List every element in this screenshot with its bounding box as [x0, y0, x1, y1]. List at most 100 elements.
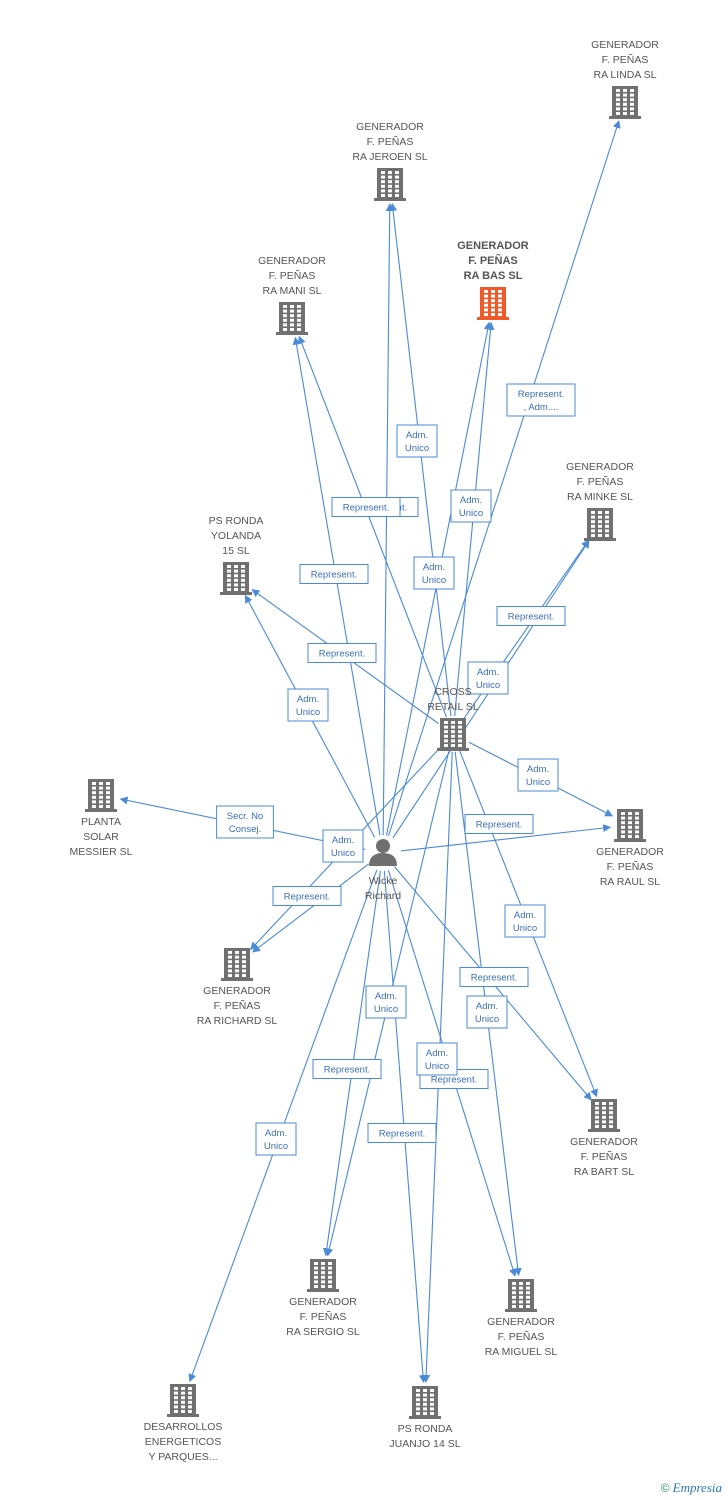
- edge-label-cross-sergio[interactable]: Adm.Unico: [365, 985, 407, 1019]
- edge-label-box[interactable]: [216, 805, 274, 839]
- node-label-line: F. PEÑAS: [577, 475, 624, 488]
- edge-label-box[interactable]: [365, 985, 407, 1019]
- building-icon[interactable]: [85, 779, 117, 812]
- edge-label-wicke-yolanda[interactable]: Represent.: [307, 643, 377, 663]
- edge-label-wicke-raul[interactable]: Represent.: [464, 814, 534, 834]
- building-icon[interactable]: [307, 1259, 339, 1292]
- edge-label-cross-richard[interactable]: Adm.Unico: [322, 829, 364, 863]
- building-icon[interactable]: [167, 1384, 199, 1417]
- edge-label-cross-juanjo[interactable]: Adm.Unico: [416, 1042, 458, 1076]
- building-icon[interactable]: [614, 809, 646, 842]
- building-window: [416, 1412, 420, 1415]
- building-window: [628, 835, 632, 838]
- edge-label-box[interactable]: [506, 383, 576, 417]
- edge-label-box[interactable]: [312, 1059, 382, 1079]
- building-icon[interactable]: [221, 948, 253, 981]
- building-icon[interactable]: [505, 1279, 537, 1312]
- building-window: [595, 1102, 599, 1105]
- brand-logo[interactable]: Empresia: [672, 1480, 722, 1495]
- edge-label-box[interactable]: [504, 904, 546, 938]
- edge-label-cross-yolanda[interactable]: Adm.Unico: [287, 688, 329, 722]
- edge-label-wicke-desarrollos[interactable]: Adm.Unico: [255, 1122, 297, 1156]
- person-icon[interactable]: [369, 839, 397, 866]
- edge-label-box[interactable]: [322, 829, 364, 863]
- building-window: [630, 102, 634, 106]
- building-icon[interactable]: [609, 86, 641, 119]
- edge-label-box[interactable]: [416, 1042, 458, 1076]
- edge-label-cross-bart[interactable]: Adm.Unico: [504, 904, 546, 938]
- edge-label-box[interactable]: [396, 424, 438, 458]
- building-window: [188, 1396, 192, 1400]
- node-label-line: RA SERGIO SL: [286, 1326, 360, 1338]
- building-window: [423, 1389, 427, 1392]
- edge-label-box[interactable]: [272, 886, 342, 906]
- building-icon[interactable]: [220, 562, 252, 595]
- node-label-line: MESSIER SL: [69, 846, 132, 858]
- building-window: [283, 314, 287, 318]
- building-icon[interactable]: [374, 168, 406, 201]
- building-window: [241, 569, 245, 573]
- building-icon[interactable]: [588, 1099, 620, 1132]
- edge-label-text: Represent.: [518, 389, 564, 400]
- building-window: [595, 1120, 599, 1124]
- edge-label-cross-raul[interactable]: Adm.Unico: [517, 758, 559, 792]
- edge-label-box[interactable]: [467, 661, 509, 695]
- building-icon[interactable]: [276, 302, 308, 335]
- node-label-line: GENERADOR: [566, 461, 634, 473]
- edge-label-box[interactable]: [331, 497, 401, 517]
- edge-label-cross-mani[interactable]: Adm.Unico: [413, 556, 455, 590]
- edge-label-box[interactable]: [299, 564, 369, 584]
- edge-label-wicke-linda[interactable]: Represent., Adm....: [506, 383, 576, 417]
- edge-label-box[interactable]: [459, 967, 529, 987]
- building-window: [188, 1400, 192, 1404]
- building-icon[interactable]: [409, 1386, 441, 1419]
- edge-label-box[interactable]: [413, 556, 455, 590]
- node-label-line: RETAIL SL: [427, 701, 479, 713]
- building-window: [106, 800, 110, 804]
- edge-label-box[interactable]: [367, 1123, 437, 1143]
- building-icon[interactable]: [477, 287, 509, 320]
- building-window: [92, 791, 96, 795]
- edge-label-wicke-juanjo[interactable]: Represent.: [367, 1123, 437, 1143]
- edge-label-wicke-bas[interactable]: Adm.Unico: [450, 489, 492, 523]
- edge-label-box[interactable]: [287, 688, 329, 722]
- edge-label-wicke-bart[interactable]: Represent.: [459, 967, 529, 987]
- edge-label-wicke-richard[interactable]: Represent.: [272, 886, 342, 906]
- edge-label-box[interactable]: [255, 1122, 297, 1156]
- edge-label-box[interactable]: [466, 995, 508, 1029]
- edge-label-box[interactable]: [307, 643, 377, 663]
- building-window: [519, 1300, 523, 1304]
- edge-label-box[interactable]: [464, 814, 534, 834]
- edge-label-box[interactable]: [450, 489, 492, 523]
- edge-label-box[interactable]: [517, 758, 559, 792]
- edge-label-wicke-jeroen[interactable]: Adm.Unico: [396, 424, 438, 458]
- edge-label-wicke-mani[interactable]: Represent.: [299, 564, 369, 584]
- edge-label-text: Adm.: [375, 991, 397, 1002]
- edge-label-cross-miguel[interactable]: Adm.Unico: [466, 995, 508, 1029]
- edge-label-wicke-minke[interactable]: Represent.: [496, 606, 566, 626]
- edge-label-cross-minke[interactable]: Adm.Unico: [467, 661, 509, 695]
- building-icon[interactable]: [584, 508, 616, 541]
- building-icon[interactable]: [437, 718, 469, 751]
- edge-label-box[interactable]: [496, 606, 566, 626]
- building-window: [181, 1405, 185, 1409]
- edge-label-cross-bas[interactable]: Represent.: [331, 497, 401, 517]
- edge-label-wicke-sergio[interactable]: Represent.: [312, 1059, 382, 1079]
